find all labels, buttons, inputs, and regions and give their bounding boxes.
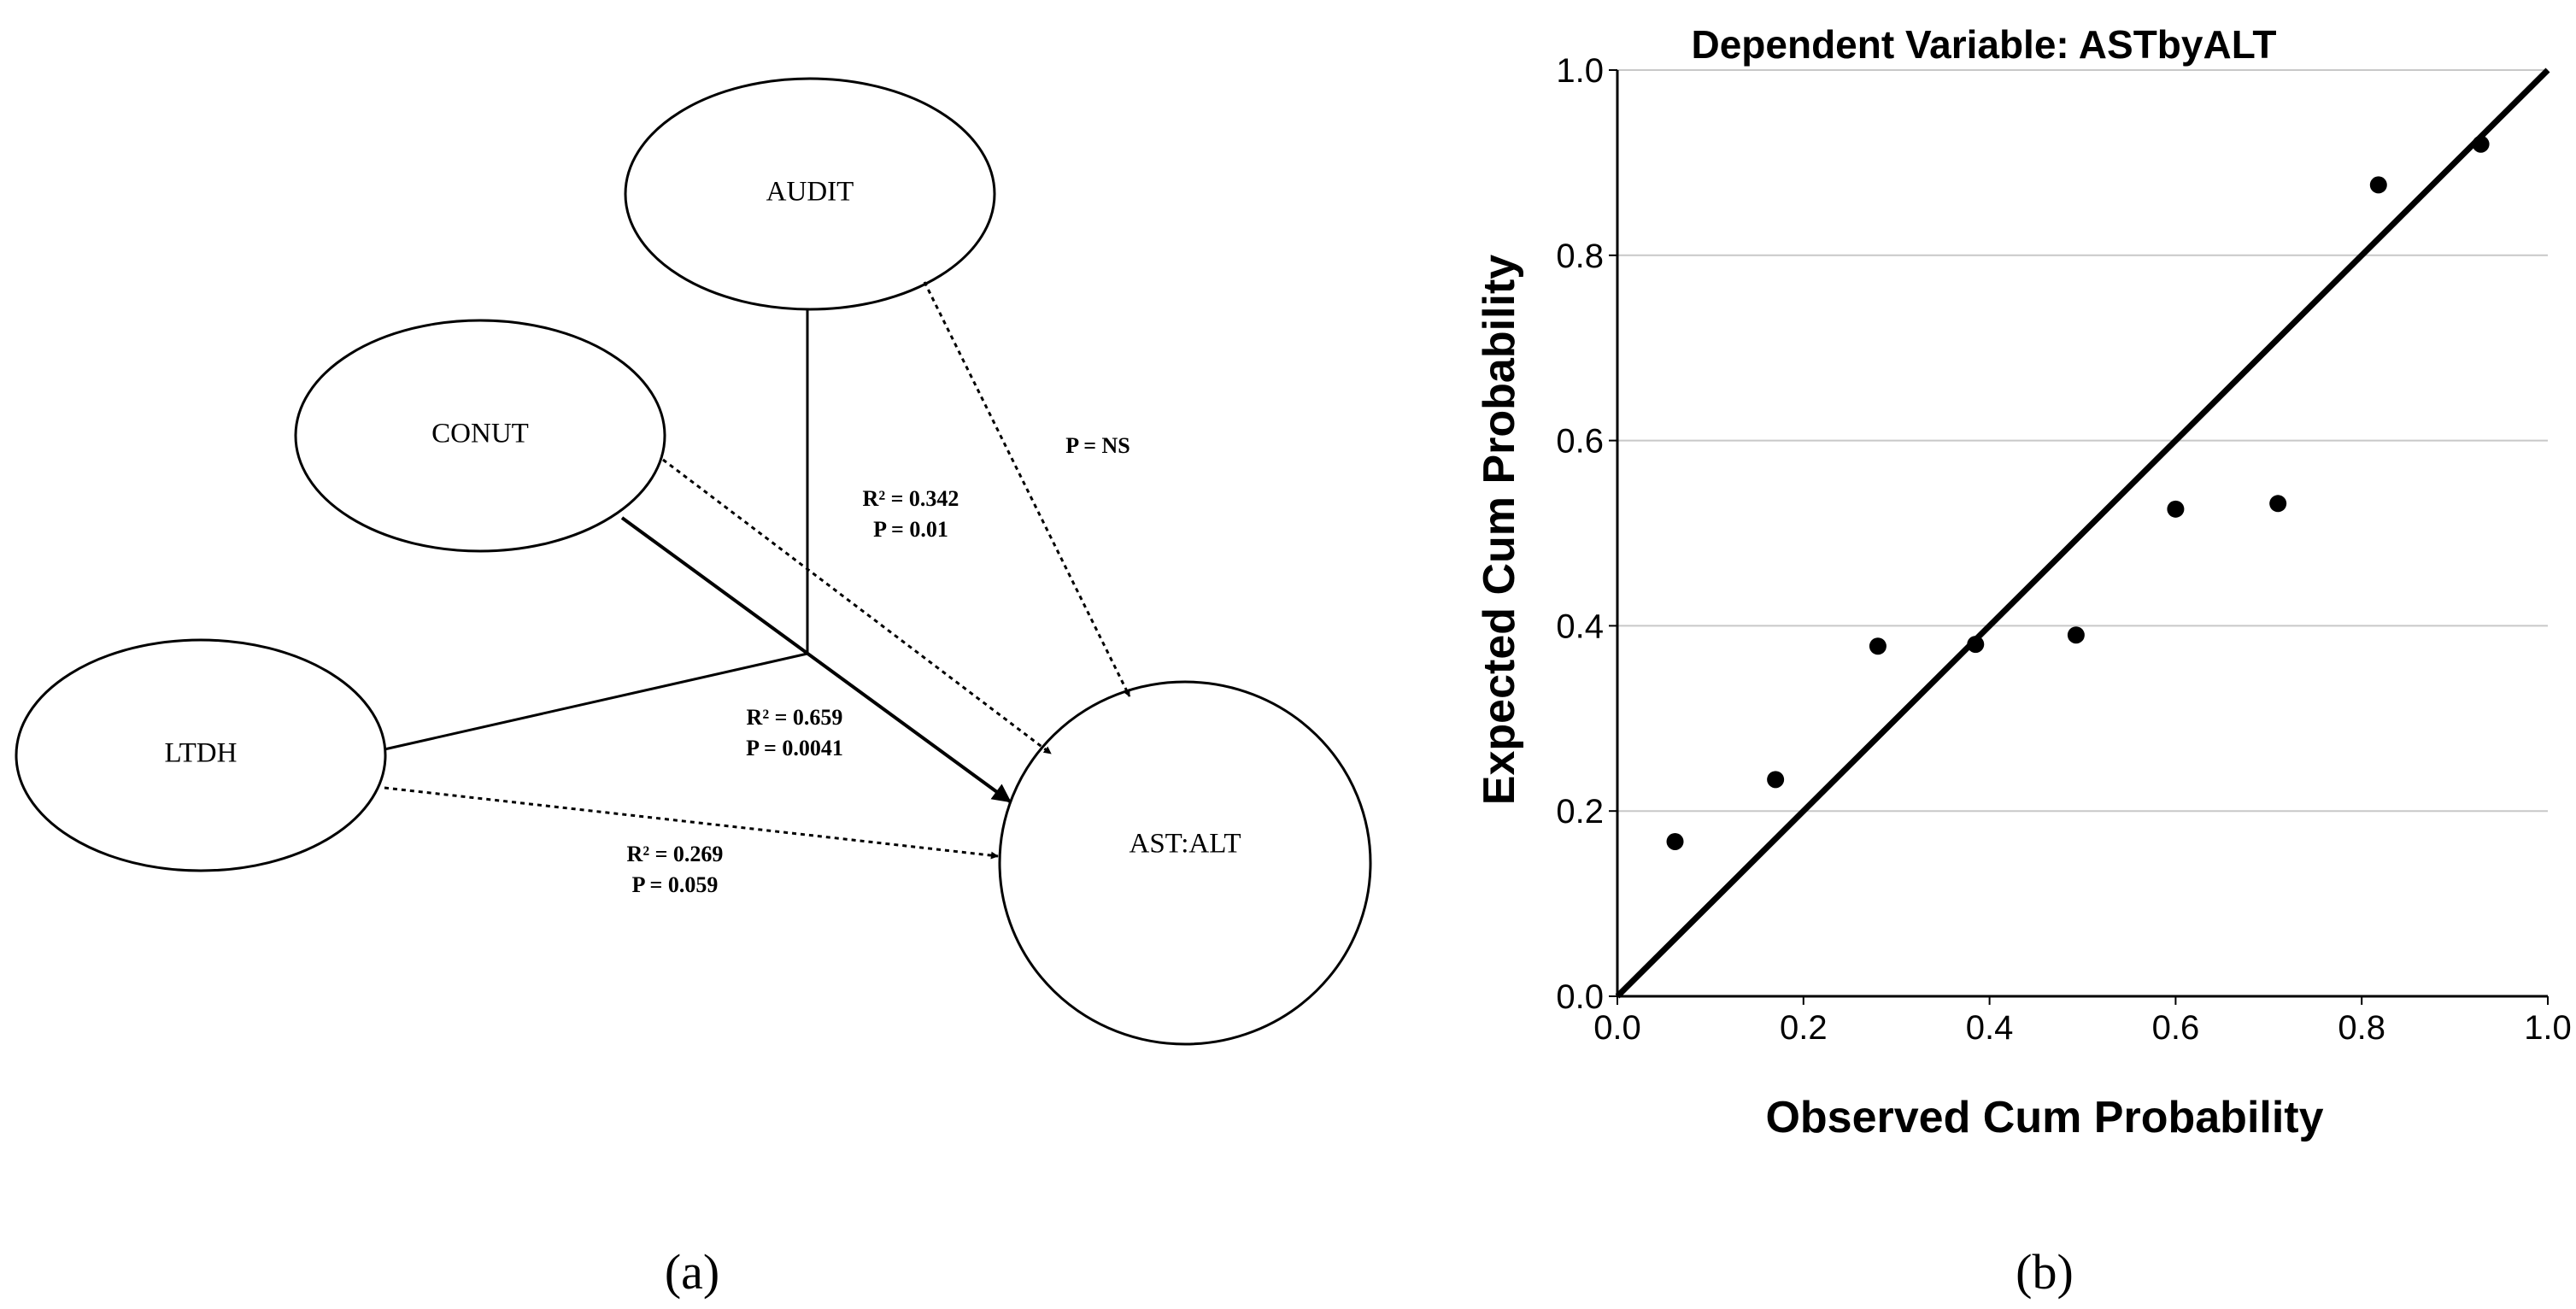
edge-label-combined-r2: R² = 0.342	[863, 486, 959, 511]
x-tick-label-0: 0.0	[1593, 1009, 1641, 1047]
reference-line	[1615, 68, 2550, 999]
node-ast-alt-label: AST:ALT	[1130, 829, 1241, 860]
data-point-0	[1666, 832, 1684, 850]
node-ltdh	[15, 638, 387, 872]
edge-label-ltdh-r2: R² = 0.269	[627, 842, 724, 866]
edge-label-conut-r2: R² = 0.659	[747, 705, 843, 730]
edge-label-audit-p: P = NS	[1065, 433, 1130, 458]
data-point-4	[2067, 626, 2085, 644]
axes	[1609, 69, 2549, 1005]
edge-audit-ast-alt	[923, 281, 1131, 697]
y-tick-label-1: 0.2	[1556, 793, 1604, 831]
node-ast-alt	[998, 680, 1372, 1046]
edge-conut-ast-alt	[620, 516, 1012, 803]
chart-title: Dependent Variable: ASTbyALT	[1692, 22, 2277, 67]
data-point-6	[2269, 495, 2287, 513]
edge-label-ltdh-p: P = 0.059	[632, 872, 719, 897]
tick-labels: 0.0 0.2 0.4 0.6 0.8 1.0 0.0 0.2 0.4 0.6 0.8 1.0	[1556, 52, 2571, 1047]
data-point-3	[1967, 636, 1985, 654]
node-conut-label: CONUT	[431, 419, 529, 449]
node-audit-label: AUDIT	[766, 177, 854, 208]
x-tick-label-1: 0.2	[1780, 1009, 1828, 1047]
data-point-8	[2472, 135, 2490, 153]
x-axis-title: Observed Cum Probability	[1765, 1093, 2323, 1142]
node-ltdh-label: LTDH	[165, 738, 238, 769]
edge-label-conut-p: P = 0.0041	[746, 736, 843, 760]
y-tick-label-0: 0.0	[1556, 978, 1604, 1016]
data-points	[1666, 135, 2490, 850]
x-tick-label-3: 0.6	[2152, 1009, 2200, 1047]
y-tick-label-3: 0.6	[1556, 423, 1604, 461]
x-tick-label-4: 0.8	[2338, 1009, 2385, 1047]
data-point-5	[2167, 500, 2185, 518]
edge-ltdh-ast-alt	[384, 786, 999, 860]
x-tick-label-2: 0.4	[1966, 1009, 2014, 1047]
edge-conut-dotted-ast-alt	[662, 458, 1052, 755]
y-tick-label-4: 0.8	[1556, 238, 1604, 275]
grid-lines	[1617, 69, 2548, 813]
data-point-2	[1869, 637, 1887, 655]
edge-label-combined-p: P = 0.01	[873, 517, 948, 542]
panel-a-label: (a)	[665, 1244, 719, 1300]
reference-line-group	[1615, 68, 2550, 999]
y-axis-title: Expected Cum Probability	[1475, 255, 1524, 805]
path-diagram: AUDIT CONUT LTDH AST:ALT P = NS R² = 0.3…	[15, 77, 1372, 1300]
node-audit	[624, 77, 996, 311]
node-conut	[294, 319, 666, 553]
edge-ltdh-junction	[384, 652, 808, 751]
panel-b-label: (b)	[2016, 1244, 2074, 1300]
data-point-7	[2369, 176, 2387, 194]
y-tick-label-2: 0.4	[1556, 608, 1604, 645]
x-tick-label-5: 1.0	[2524, 1009, 2572, 1047]
data-point-1	[1767, 771, 1785, 789]
y-tick-label-5: 1.0	[1556, 52, 1604, 90]
